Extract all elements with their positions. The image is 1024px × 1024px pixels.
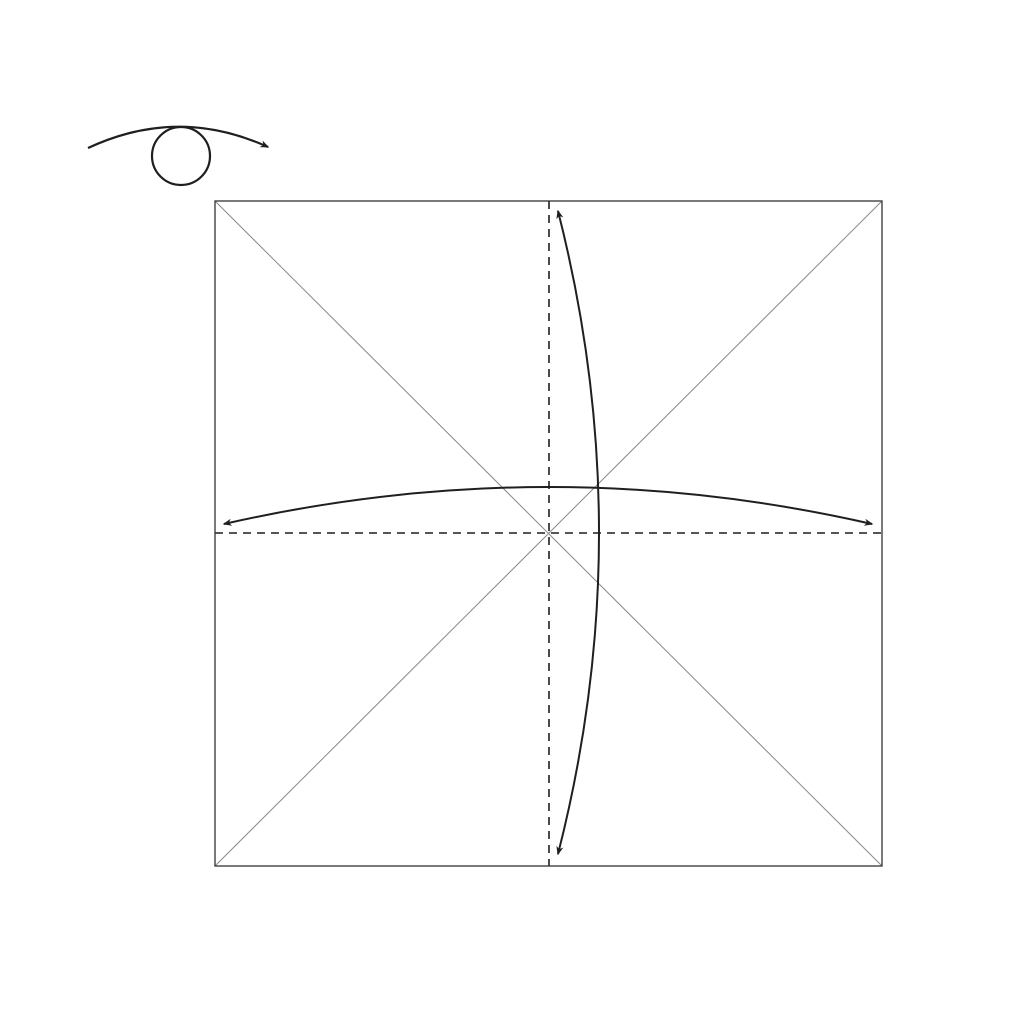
turn-over-arrow — [87, 125, 270, 149]
turn-over-circle — [150, 125, 212, 187]
turn-over-icon — [87, 125, 270, 187]
horizontal-fold-unfold-arrow — [222, 486, 874, 526]
vertical-fold-unfold-arrow — [556, 209, 600, 856]
diagonal-crease-anti — [214, 200, 883, 867]
diagonal-creases — [214, 200, 883, 867]
paper-square — [214, 200, 883, 867]
fold-unfold-arrows — [222, 209, 874, 856]
